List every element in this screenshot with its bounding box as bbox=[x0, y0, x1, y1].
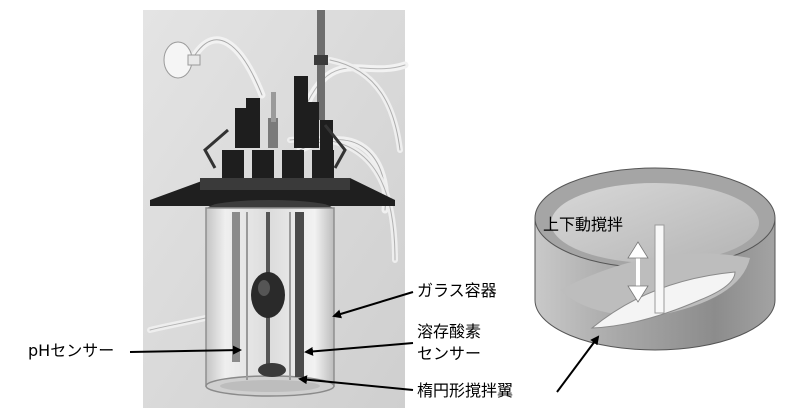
impeller-schematic bbox=[534, 167, 776, 393]
label-do-sensor-line1: 溶存酸素 bbox=[417, 322, 482, 341]
label-ph-sensor: pHセンサー bbox=[28, 341, 115, 360]
headplate-fittings bbox=[222, 76, 334, 180]
photo-annotation-arrows bbox=[129, 291, 414, 391]
do-probe bbox=[295, 212, 304, 377]
bottom-impeller bbox=[258, 363, 286, 377]
bioreactor-photo bbox=[143, 10, 409, 408]
label-vertical-stirring: 上下動撹拌 bbox=[543, 215, 624, 234]
handle-left bbox=[203, 128, 229, 169]
arrow-impeller-schematic bbox=[556, 335, 600, 393]
impeller-blade-photo bbox=[251, 272, 285, 318]
arrow-ph-sensor bbox=[129, 345, 242, 355]
cylinder-inner-top bbox=[551, 183, 759, 263]
label-do-sensor-line2: センサー bbox=[417, 344, 482, 363]
arrow-impeller bbox=[298, 375, 414, 391]
label-glass-vessel: ガラス容器 bbox=[417, 281, 497, 300]
label-impeller: 楕円形撹拌翼 bbox=[417, 381, 514, 400]
arrow-do-sensor bbox=[304, 342, 414, 356]
ph-probe bbox=[232, 212, 240, 362]
handle-right bbox=[323, 124, 347, 169]
up-down-arrow bbox=[627, 241, 649, 303]
stirring-rod bbox=[654, 224, 665, 314]
air-filter bbox=[163, 41, 201, 79]
arrow-glass-vessel bbox=[332, 291, 414, 319]
